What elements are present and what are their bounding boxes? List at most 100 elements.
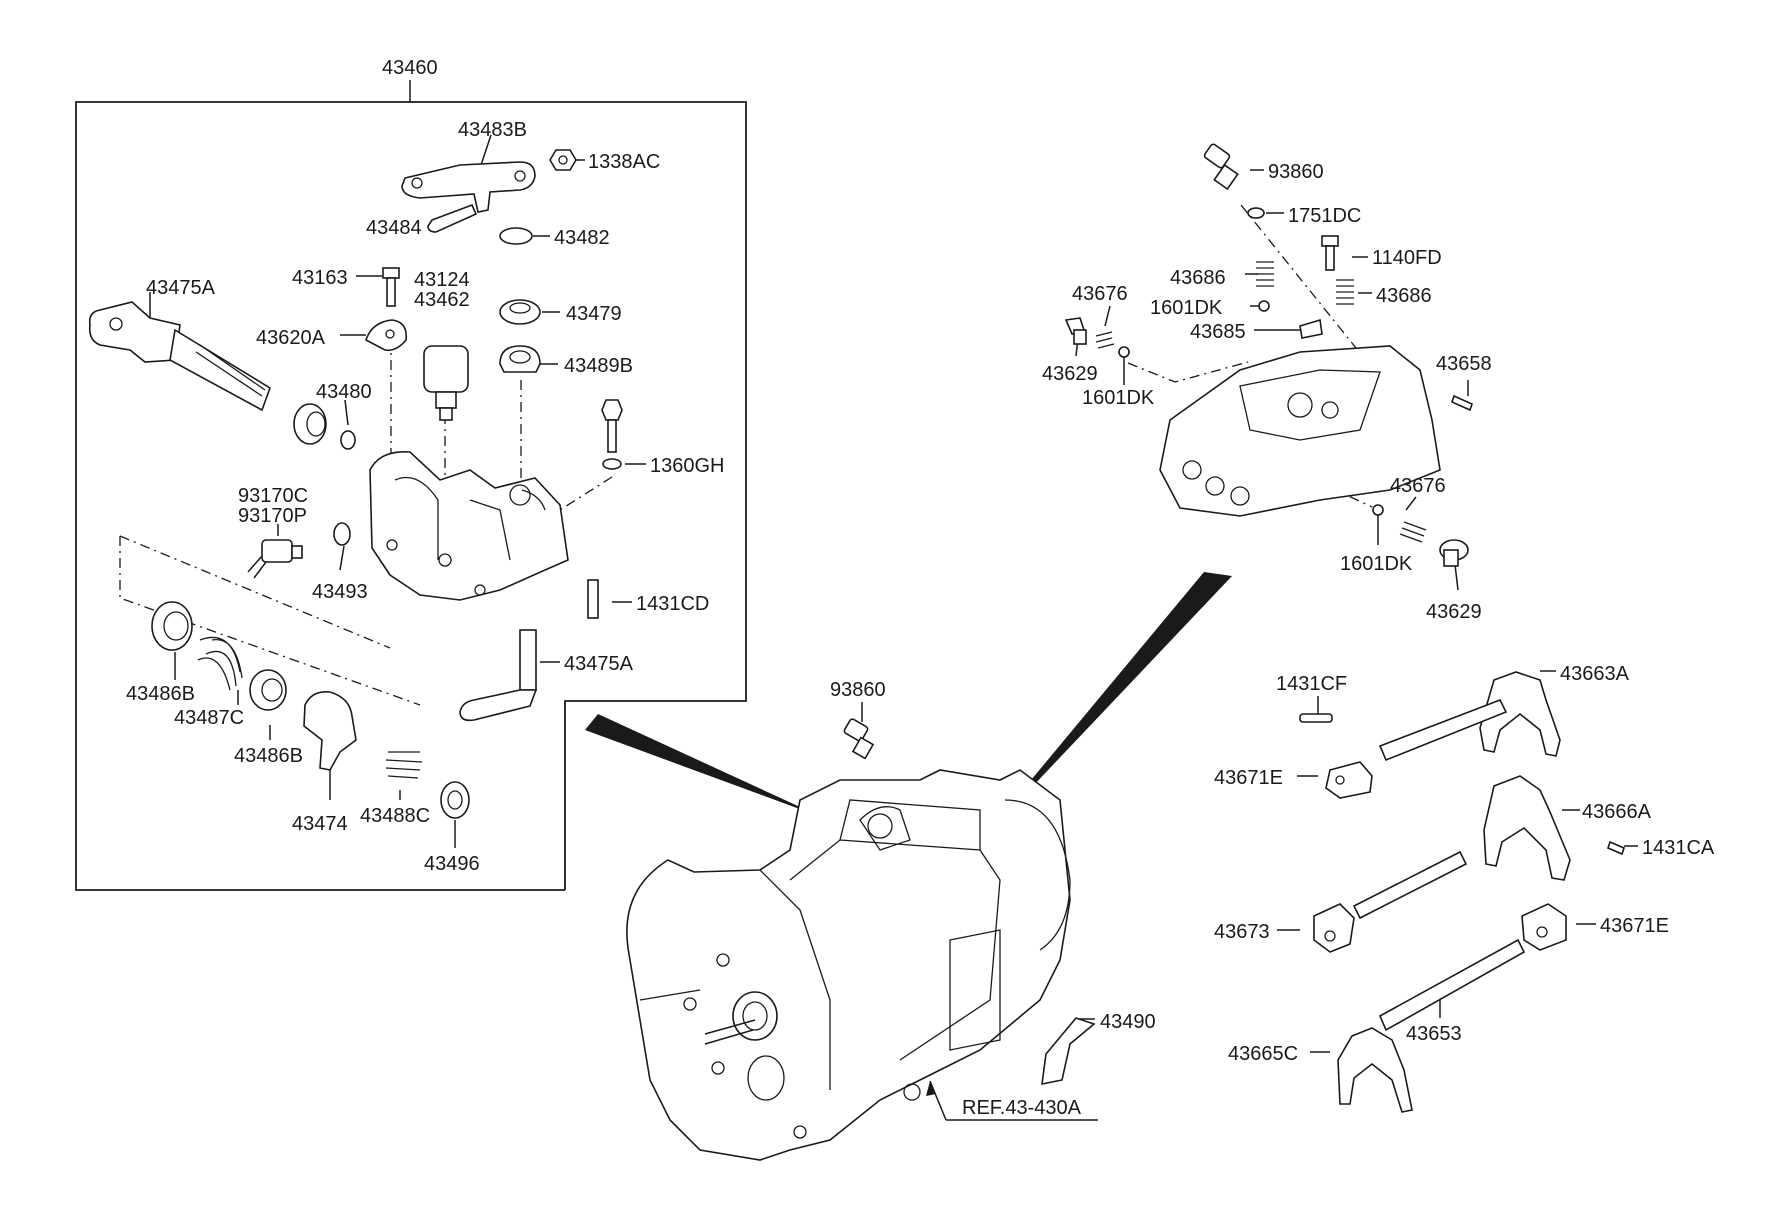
part-shift-lever-43475A bbox=[459, 629, 538, 722]
part-washer-1751DC bbox=[1247, 207, 1265, 219]
callout-1601DK-top: 1601DK bbox=[1150, 297, 1223, 319]
part-seal-43480 bbox=[293, 403, 327, 445]
part-block-43671E-bottom bbox=[1521, 903, 1567, 951]
part-spring-43676-top bbox=[1095, 331, 1115, 349]
part-plate-43620A bbox=[365, 319, 408, 352]
callout-93860-top: 93860 bbox=[1268, 161, 1324, 183]
callout-43685: 43685 bbox=[1190, 321, 1246, 343]
callout-43686-left: 43686 bbox=[1170, 267, 1226, 289]
callout-1751DC: 1751DC bbox=[1288, 205, 1361, 227]
callout-43665C: 43665C bbox=[1228, 1043, 1298, 1065]
ref-leader bbox=[926, 1080, 1098, 1121]
callout-43484: 43484 bbox=[366, 217, 422, 239]
callout-43475A-bottom: 43475A bbox=[564, 653, 634, 675]
callout-43671E-top: 43671E bbox=[1214, 767, 1283, 789]
part-oring-43480 bbox=[340, 430, 356, 450]
part-pin-43658 bbox=[1451, 394, 1473, 412]
callout-43653: 43653 bbox=[1406, 1023, 1462, 1045]
callout-43124: 43124 bbox=[414, 269, 470, 291]
callout-43620A: 43620A bbox=[256, 327, 326, 349]
part-boot-43489B bbox=[499, 345, 541, 373]
part-spring-43488C bbox=[385, 751, 423, 779]
part-spring-43676-bottom bbox=[1399, 521, 1427, 543]
callout-1338AC: 1338AC bbox=[588, 151, 660, 173]
part-block-43671E-top bbox=[1325, 761, 1373, 799]
part-bushing-43479 bbox=[499, 299, 541, 325]
part-rail-43673 bbox=[1352, 850, 1468, 920]
callout-43676-top: 43676 bbox=[1072, 283, 1128, 305]
part-housing-43460 bbox=[369, 451, 569, 601]
part-fork-43665C bbox=[1337, 1027, 1413, 1113]
callout-43658: 43658 bbox=[1436, 353, 1492, 375]
part-fork-43663A bbox=[1378, 671, 1561, 762]
callout-1431CA: 1431CA bbox=[1642, 837, 1715, 859]
callout-43629-top: 43629 bbox=[1042, 363, 1098, 385]
part-bolt-1140FD bbox=[1321, 235, 1339, 271]
callout-43629-bottom: 43629 bbox=[1426, 601, 1482, 623]
callout-1601DK-bottom: 1601DK bbox=[1340, 553, 1413, 575]
part-fork-43666A bbox=[1483, 775, 1571, 881]
part-sensor-93860-top bbox=[1203, 143, 1239, 191]
leader-lines bbox=[149, 134, 1638, 1053]
part-plug-43629-top bbox=[1064, 317, 1087, 345]
part-rail-43653 bbox=[1378, 938, 1526, 1032]
callout-1431CF: 1431CF bbox=[1276, 673, 1347, 695]
callout-ref-43-430A: REF.43-430A bbox=[962, 1097, 1082, 1119]
callout-43475A-top: 43475A bbox=[146, 277, 216, 299]
callout-43482: 43482 bbox=[554, 227, 610, 249]
part-switch-93170 bbox=[247, 539, 303, 579]
callout-43666A: 43666A bbox=[1582, 801, 1652, 823]
part-spring-43686-left bbox=[1256, 261, 1274, 287]
part-spring-43487C bbox=[197, 636, 243, 691]
callout-43483B: 43483B bbox=[458, 119, 527, 141]
callout-43496: 43496 bbox=[424, 853, 480, 875]
callout-43460: 43460 bbox=[382, 57, 438, 79]
part-oring-43493 bbox=[333, 522, 351, 546]
callout-1360GH: 1360GH bbox=[650, 455, 725, 477]
callout-43663A: 43663A bbox=[1560, 663, 1630, 685]
part-washer-43482 bbox=[499, 227, 533, 245]
part-plate-43685 bbox=[1299, 318, 1323, 339]
pointer-wedges bbox=[585, 572, 1232, 845]
callout-1140FD: 1140FD bbox=[1372, 247, 1442, 269]
part-lever-43474 bbox=[303, 690, 357, 771]
callout-93860-mid: 93860 bbox=[830, 679, 886, 701]
part-washer-43496 bbox=[440, 781, 470, 819]
part-cover-housing bbox=[1159, 345, 1441, 517]
part-ball-1601DK-bottom bbox=[1372, 504, 1384, 516]
callout-43489B: 43489B bbox=[564, 355, 633, 377]
part-seal-43486B-left bbox=[151, 601, 193, 651]
part-plunger-43462 bbox=[423, 345, 469, 421]
part-block-43673 bbox=[1313, 903, 1355, 953]
callout-1431CD: 1431CD bbox=[636, 593, 709, 615]
callout-43488C: 43488C bbox=[360, 805, 430, 827]
callout-43490: 43490 bbox=[1100, 1011, 1156, 1033]
part-pin-1431CF bbox=[1299, 713, 1333, 723]
callout-93170P: 93170P bbox=[238, 505, 307, 527]
callout-43486B-left: 43486B bbox=[126, 683, 195, 705]
callout-43163: 43163 bbox=[292, 267, 348, 289]
callout-43673: 43673 bbox=[1214, 921, 1270, 943]
transmission-assembly bbox=[626, 769, 1071, 1161]
part-ball-1601DK-top bbox=[1258, 300, 1270, 312]
part-seal-43486B-right bbox=[249, 669, 287, 711]
callout-labels: 43460 43483B 1338AC 43484 43482 43475A 4… bbox=[126, 57, 1715, 1119]
assembly-frame-43460 bbox=[75, 80, 747, 891]
callout-43487C: 43487C bbox=[174, 707, 244, 729]
callout-43474: 43474 bbox=[292, 813, 348, 835]
part-pin-43484 bbox=[427, 203, 478, 233]
callout-43480: 43480 bbox=[316, 381, 372, 403]
callout-43493: 43493 bbox=[312, 581, 368, 603]
part-bolt-1360GH bbox=[601, 399, 623, 470]
part-nut-1338AC bbox=[549, 149, 577, 171]
part-pin-1431CA bbox=[1607, 840, 1625, 856]
part-spring-43686-right bbox=[1336, 279, 1354, 305]
part-bracket-43490 bbox=[1041, 1017, 1096, 1086]
part-plug-43629-bottom bbox=[1439, 539, 1469, 567]
callout-43479: 43479 bbox=[566, 303, 622, 325]
part-pin-1431CD bbox=[587, 579, 599, 619]
callout-43462: 43462 bbox=[414, 289, 470, 311]
part-sensor-93860-mid bbox=[843, 718, 875, 760]
part-shift-shaft-43475A bbox=[88, 301, 271, 412]
